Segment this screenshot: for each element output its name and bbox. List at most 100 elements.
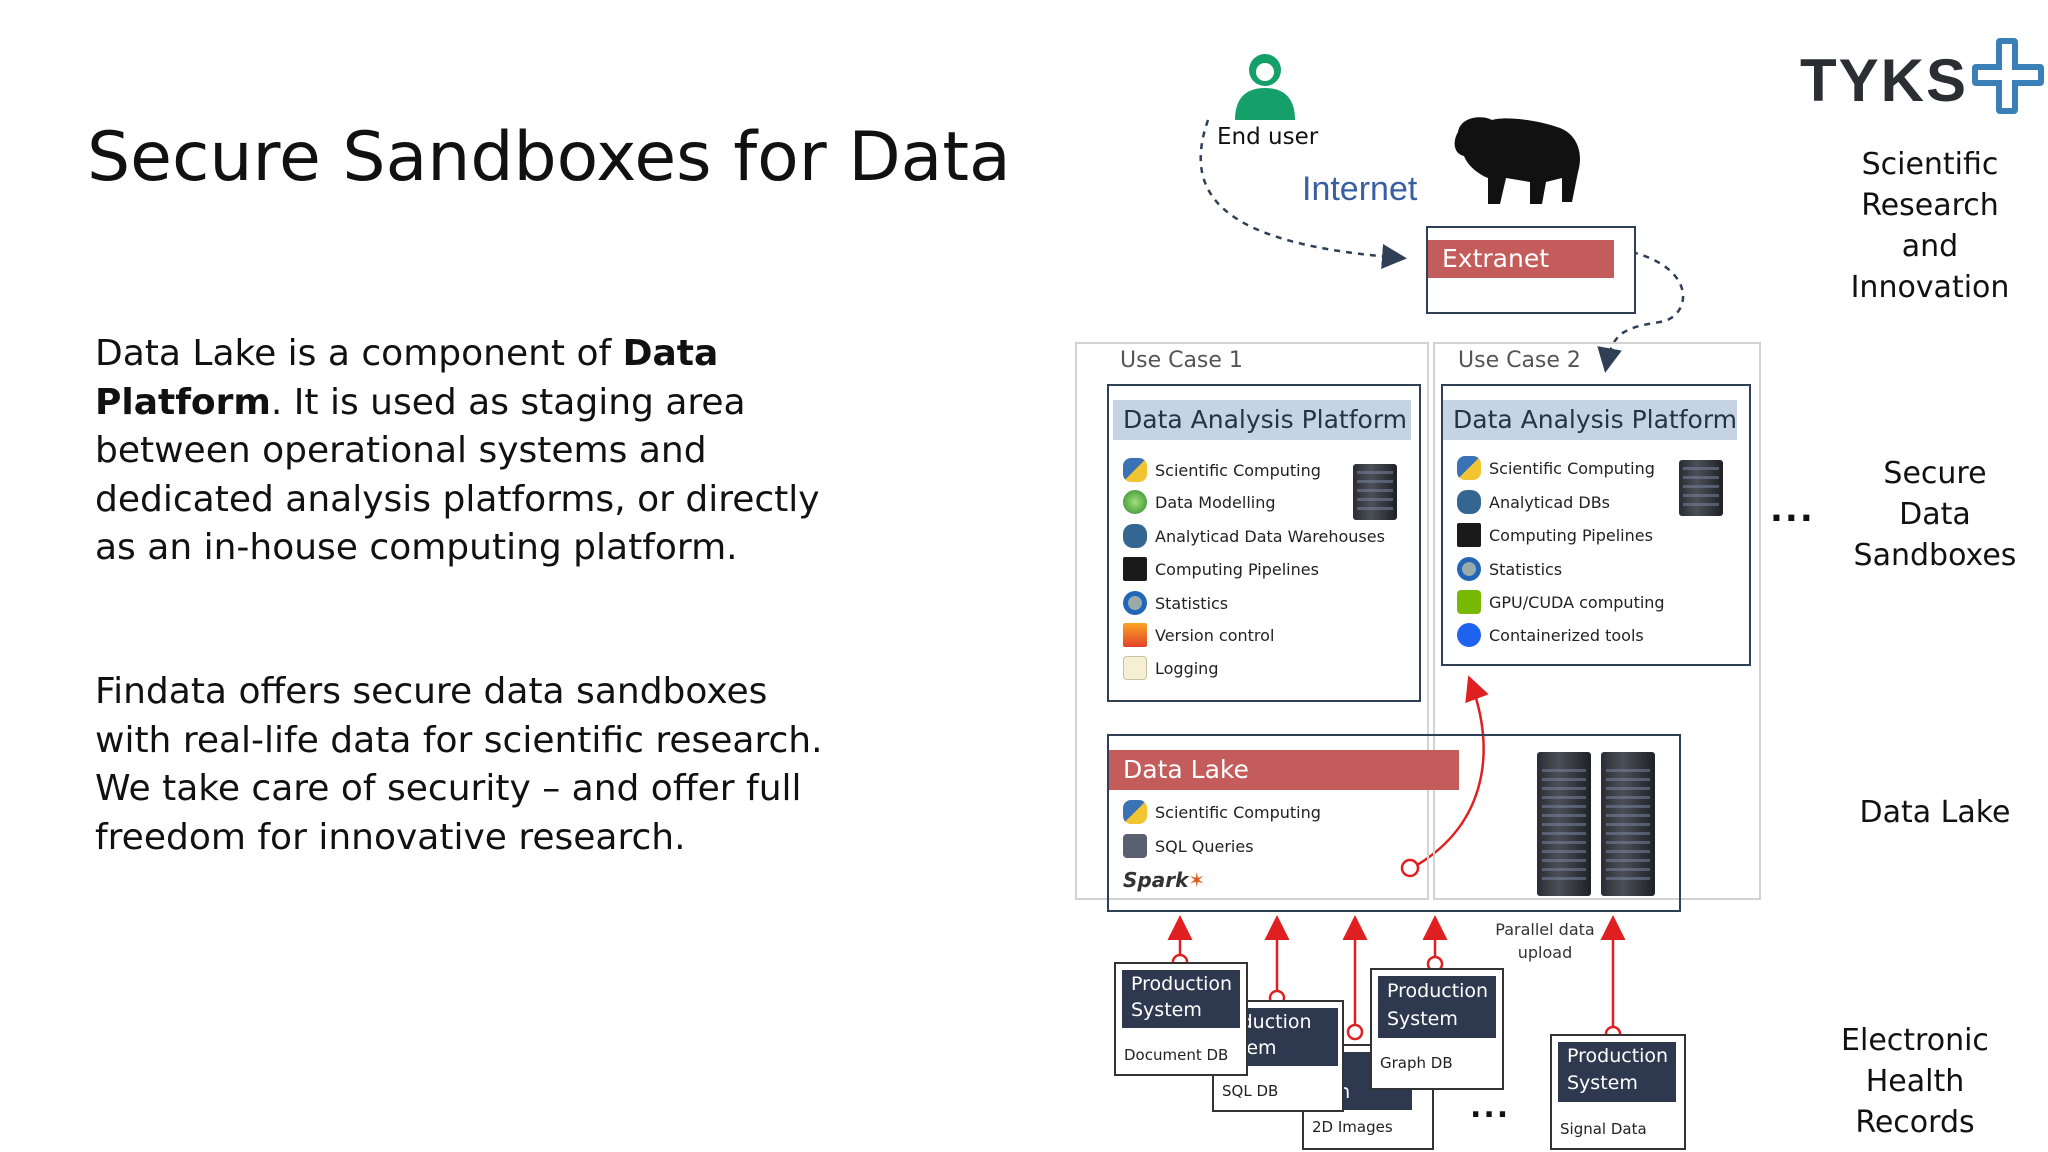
production-system-type: Document DB [1124,1046,1229,1064]
list-item: Statistics [1457,557,1562,581]
dap-2-item-label: Statistics [1489,559,1563,579]
spark-star-icon: ✶ [1188,868,1206,892]
internet-label: Internet [1302,170,1418,208]
label-sandboxes-line: Sandboxes [1853,538,2017,573]
dap-1-item-label: Computing Pipelines [1155,559,1319,579]
data-lake-title: Data Lake [1109,750,1459,790]
production-system-header: Production System [1558,1042,1676,1102]
end-user-label: End user [1217,124,1319,150]
production-system-type: Graph DB [1380,1054,1453,1072]
production-system-type: 2D Images [1312,1118,1393,1136]
bulldog-icon [1454,117,1580,204]
list-item: Analyticad DBs [1457,490,1610,514]
slide-title: Secure Sandboxes for Data [87,118,1011,197]
use-case-1-region [1075,342,1429,900]
list-item: GPU/CUDA computing [1457,590,1665,614]
python-icon [1123,800,1147,824]
production-system-header-line: Production [1387,980,1489,1002]
lake-arrow-origin [1400,858,1420,878]
r-icon [1123,591,1147,615]
production-system-signal-data: Production System Signal Data [1550,1034,1686,1150]
docker-icon [1457,623,1481,647]
r-icon [1457,557,1481,581]
para1-bold: Data Platform [95,333,719,423]
label-ehr: Electronic Health Records [1790,1020,2040,1143]
parallel-upload-line: upload [1517,943,1573,962]
production-system-graph-db: Production System Graph DB [1370,968,1504,1090]
label-research-line: Research [1861,188,1999,223]
label-sandboxes: Secure Data Sandboxes [1830,453,2040,576]
list-item: Containerized tools [1457,623,1644,647]
list-item: Scientific Computing [1457,456,1655,480]
terminal-icon [1123,557,1147,581]
label-sandboxes-line: Data [1899,497,1971,532]
logo-text: TYKS [1800,47,1969,114]
terminal-icon [1457,523,1481,547]
production-system-header: Production System [1378,976,1496,1038]
list-item: Scientific Computing [1123,458,1321,482]
label-research: Scientific Research and Innovation [1820,144,2040,308]
list-item: Data Modelling [1123,490,1276,514]
production-system-document-db: Production System Document DB [1114,962,1248,1076]
python-icon [1457,456,1481,480]
postgres-icon [1457,490,1481,514]
label-ehr-line: Records [1855,1105,1975,1140]
dap-2-item-label: Scientific Computing [1489,458,1655,478]
sql-icon [1123,834,1147,858]
gitlab-icon [1123,623,1147,647]
production-system-type: Signal Data [1560,1120,1647,1138]
production-system-header-line: Production [1567,1045,1669,1067]
para1-pre: Data Lake is a component of [95,333,623,374]
production-system-header-line: Production [1131,973,1233,995]
paragraph-findata: Findata offers secure data sandboxes wit… [95,671,823,858]
data-analysis-platform-2: Data Analysis Platform Scientific Comput… [1441,384,1751,666]
list-item: Version control [1123,623,1274,647]
extranet-box: Extranet [1426,226,1636,314]
extranet-connector [1597,250,1685,373]
use-case-2-region [1433,342,1761,900]
para1-post: . It is used as staging area between ope… [95,381,820,569]
spark-label: Spark [1123,868,1189,892]
label-data-lake: Data Lake [1859,795,2011,830]
parallel-upload-line: Parallel data [1495,920,1595,939]
logo-cross-icon [1972,38,2044,114]
extranet-header: Extranet [1428,240,1614,278]
end-user-icon [1235,54,1295,120]
dap-2-item-label: Analyticad DBs [1489,492,1610,512]
production-system-type: SQL DB [1222,1082,1279,1100]
ellipsis-use-cases: ... [1770,490,1815,530]
production-system-header-line: System [1387,1008,1458,1030]
lake-to-platform-arrow [1411,675,1489,870]
tyks-logo: TYKS [1800,38,2044,118]
paragraph-data-lake: Data Lake is a component of Data Platfor… [95,330,855,573]
label-research-line: Scientific [1861,147,1999,182]
parallel-upload-label: Parallel data upload [1490,918,1600,964]
use-case-1-label: Use Case 1 [1120,348,1243,373]
list-item: Logging [1123,656,1218,680]
production-system-header: Production System [1122,970,1240,1028]
dap-1-title: Data Analysis Platform [1113,400,1411,440]
server-icon [1353,464,1397,520]
data-lake-item-label: SQL Queries [1155,836,1254,856]
dap-2-item-label: GPU/CUDA computing [1489,592,1665,612]
data-lake-item-label: Scientific Computing [1155,802,1321,822]
server-icon [1679,460,1723,516]
production-system-header-line: System [1567,1072,1638,1094]
label-ehr-line: Electronic Health [1841,1023,1989,1099]
list-item: Computing Pipelines [1457,523,1653,547]
dap-1-item-label: Logging [1155,658,1219,678]
postgres-icon [1123,524,1147,548]
data-lake-box: Data Lake Scientific Computing SQL Queri… [1107,734,1681,912]
production-system-header-line: System [1131,999,1202,1021]
label-sandboxes-line: Secure [1883,456,1987,491]
dap-1-item-label: Data Modelling [1155,492,1276,512]
dap-1-item-label: Analyticad Data Warehouses [1155,526,1385,546]
dap-2-title: Data Analysis Platform [1443,400,1737,440]
data-analysis-platform-1: Data Analysis Platform Scientific Comput… [1107,384,1421,702]
spark-logo: Spark✶ [1123,868,1205,892]
dap-2-item-label: Containerized tools [1489,625,1644,645]
list-item: Analyticad Data Warehouses [1123,524,1385,548]
log-icon [1123,656,1147,680]
list-item: Scientific Computing [1123,800,1321,824]
